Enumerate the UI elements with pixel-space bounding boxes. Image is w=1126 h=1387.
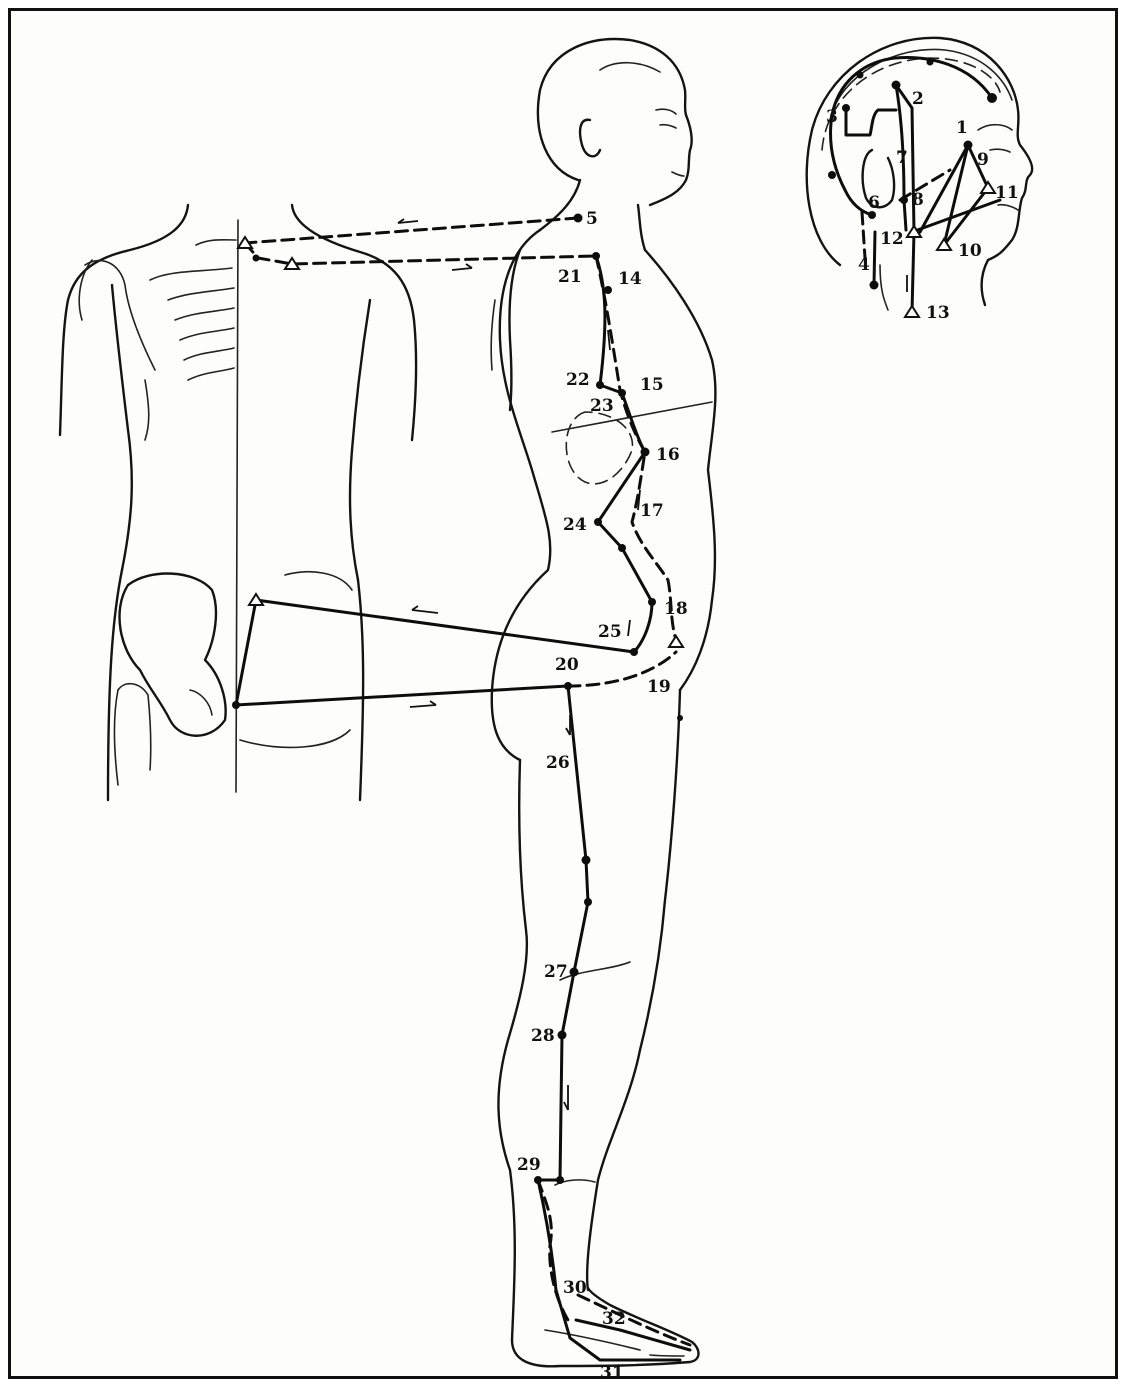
point-label: 5	[586, 209, 598, 229]
point-label: 2	[912, 89, 924, 109]
point-label: 7	[896, 148, 908, 168]
point-label: 17	[640, 501, 664, 521]
point-label: 29	[517, 1155, 541, 1175]
point-label: 19	[647, 677, 671, 697]
point-label: 3	[826, 107, 838, 127]
point-label: 6	[868, 193, 880, 213]
point-label: 24	[563, 515, 587, 535]
point-label: 22	[566, 370, 590, 390]
point-label: 25	[598, 622, 622, 642]
point-label: 31	[600, 1363, 624, 1383]
point-label: 11	[995, 183, 1019, 203]
point-label: 30	[563, 1278, 587, 1298]
point-label: 13	[926, 303, 950, 323]
point-label: 20	[555, 655, 579, 675]
point-label: 18	[664, 599, 688, 619]
point-label: 8	[912, 190, 924, 210]
point-label: 9	[977, 150, 989, 170]
head-inset-figure	[807, 38, 1032, 310]
meridian-channel-lines	[236, 57, 1000, 1360]
point-label: 10	[958, 241, 982, 261]
point-label: 23	[590, 396, 614, 416]
point-label: 28	[531, 1026, 555, 1046]
rib-cage	[145, 240, 236, 440]
point-label: 27	[544, 962, 568, 982]
pelvis-bone	[115, 574, 226, 785]
point-label: 26	[546, 753, 570, 773]
back-view-figure	[60, 205, 416, 800]
flow-arrows	[398, 219, 907, 1110]
point-label: 15	[640, 375, 664, 395]
open-markers	[238, 182, 995, 647]
point-label: 4	[858, 255, 870, 275]
point-label: 32	[602, 1309, 626, 1329]
point-label: 12	[880, 229, 904, 249]
point-label: 21	[558, 267, 582, 287]
point-label: 1	[956, 118, 968, 138]
point-labels: 1 2 3 4 5 6 7 8 9 10 11 12 13 14 15 16 1…	[517, 89, 1019, 1383]
point-label: 16	[656, 445, 680, 465]
point-label: 14	[618, 269, 642, 289]
